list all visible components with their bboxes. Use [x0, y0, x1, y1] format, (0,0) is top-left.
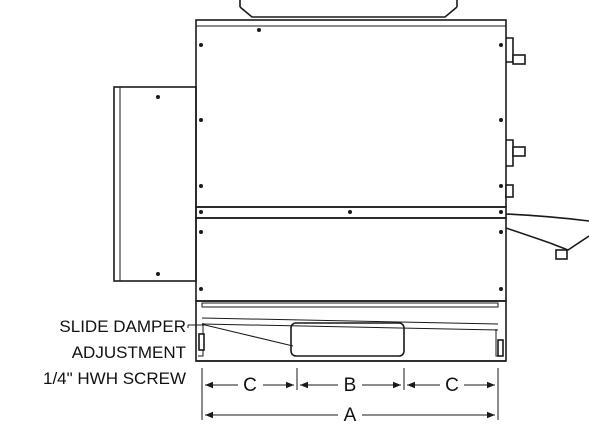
dimension-a-label: A	[344, 405, 357, 426]
screw	[499, 210, 503, 214]
screw	[499, 118, 503, 122]
dimension-c-left: C	[205, 375, 294, 396]
right-pipe-fittings	[505, 37, 526, 198]
divider-rail	[195, 206, 507, 219]
slide-damper-callout: SLIDE DAMPER ADJUSTMENT 1/4" HWH SCREW	[43, 317, 186, 388]
screw	[348, 210, 352, 214]
screw	[199, 118, 203, 122]
dimension-a: A	[205, 405, 495, 426]
screw	[199, 287, 203, 291]
callout-line-1: SLIDE DAMPER	[59, 317, 186, 336]
dimension-b-label: B	[344, 375, 357, 396]
right-conduit-bracket	[505, 213, 589, 260]
screw	[199, 43, 203, 47]
screw	[199, 184, 203, 188]
dimension-c-right: C	[407, 375, 495, 396]
damper-slide-plate	[290, 322, 405, 357]
callout-line-3: 1/4" HWH SCREW	[43, 369, 186, 388]
screw	[199, 230, 203, 234]
dimension-extension-lines	[201, 368, 499, 420]
screw	[499, 230, 503, 234]
dimension-c-left-label: C	[243, 375, 257, 396]
screw	[499, 287, 503, 291]
screw	[499, 43, 503, 47]
screw	[199, 210, 203, 214]
screw	[257, 28, 261, 32]
dimension-b: B	[300, 375, 401, 396]
left-duct	[113, 86, 197, 282]
top-handle	[239, 0, 458, 18]
lower-cabinet	[195, 217, 507, 302]
screw	[156, 95, 160, 99]
screw	[499, 184, 503, 188]
dimension-c-right-label: C	[445, 375, 459, 396]
callout-line-2: ADJUSTMENT	[72, 343, 186, 362]
upper-cabinet	[195, 19, 507, 208]
callout-leader	[187, 324, 294, 347]
slide-damper-section	[195, 300, 507, 362]
screw	[156, 272, 160, 276]
